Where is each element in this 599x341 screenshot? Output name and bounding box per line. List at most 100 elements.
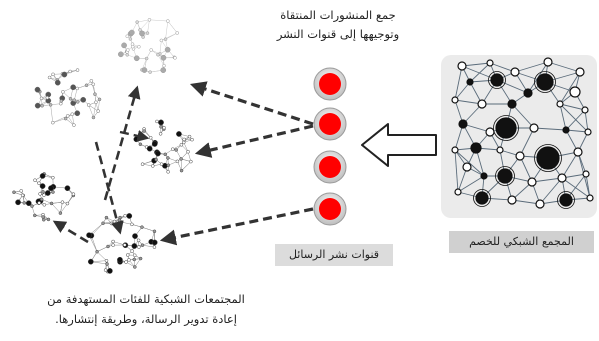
community-node (42, 203, 47, 207)
top-caption-line1: جمع المنشورات المنتقاة (280, 8, 396, 22)
community-node (65, 201, 70, 206)
community-node (133, 55, 140, 62)
adversary-link (561, 177, 591, 199)
adversary-link (511, 199, 541, 205)
community-node (179, 143, 184, 147)
community-node (103, 268, 108, 272)
community-node (54, 79, 61, 86)
community-node (34, 102, 41, 109)
community-node (171, 147, 175, 151)
adversary-node (515, 151, 525, 161)
community-link (165, 32, 178, 40)
adversary-network (451, 57, 594, 209)
community-link (88, 104, 99, 112)
community-cluster (133, 119, 194, 174)
community-node (46, 217, 51, 222)
adversary-link (454, 65, 463, 101)
community-node (117, 256, 123, 263)
adversary-node (486, 59, 494, 67)
community-node (123, 213, 127, 218)
community-node (91, 82, 96, 87)
community-node (124, 260, 128, 264)
adversary-link (565, 129, 589, 133)
adversary-link (469, 62, 491, 83)
flow-arrow (103, 85, 141, 201)
community-cluster (86, 213, 158, 274)
adversary-node-halo (488, 71, 506, 89)
community-link (67, 115, 75, 126)
channel-node (319, 198, 341, 220)
community-node (95, 249, 99, 254)
community-node (181, 140, 186, 145)
community-node (164, 46, 171, 53)
community-link (60, 203, 68, 214)
community-node (48, 103, 53, 107)
community-node (91, 115, 96, 120)
community-link (141, 226, 155, 232)
community-node (131, 243, 138, 249)
bottom-caption-line2: إعادة تدوير الرسالة، وطريقة إنتشارها. (55, 312, 237, 326)
flow-arrow (194, 124, 314, 158)
adversary-node-halo (534, 71, 556, 93)
community-node (70, 112, 75, 116)
community-node (93, 92, 97, 96)
community-node (130, 44, 135, 49)
adversary-node (569, 86, 581, 98)
community-link (51, 201, 63, 204)
community-link (50, 104, 54, 123)
flow-arrow (119, 130, 150, 142)
community-link (147, 19, 150, 34)
community-node (137, 245, 141, 249)
community-node (45, 95, 50, 100)
community-node (125, 53, 130, 57)
community-link (72, 114, 75, 126)
community-node (139, 30, 145, 37)
adversary-node (536, 146, 560, 170)
community-node (151, 239, 158, 246)
community-node (109, 221, 114, 226)
community-node (151, 141, 158, 147)
adversary-node (543, 57, 553, 67)
community-link (41, 199, 52, 204)
adversary-node (458, 119, 468, 129)
community-node (130, 222, 134, 227)
community-node (140, 243, 145, 247)
channel-node (319, 113, 341, 135)
community-node (101, 221, 105, 226)
adversary-link (454, 149, 485, 177)
adversary-node (462, 162, 472, 172)
adversary-node (507, 195, 517, 205)
adversary-link (462, 123, 491, 133)
community-node (151, 164, 155, 168)
community-node (117, 218, 122, 222)
community-node (34, 86, 41, 93)
community-node (39, 197, 44, 202)
community-node (58, 211, 63, 215)
community-node (42, 193, 46, 197)
community-link (60, 202, 63, 214)
community-node (117, 51, 124, 58)
adversary-node (584, 128, 592, 136)
community-node (176, 131, 182, 137)
community-node (33, 178, 37, 182)
community-link (74, 88, 78, 101)
top-caption-line2: وتوجيهها إلى قنوات النشر (276, 27, 400, 41)
community-node (126, 213, 133, 219)
community-node (20, 193, 25, 198)
adversary-node (573, 147, 583, 157)
top-caption: جمع المنشورات المنتقاة وتوجيهها إلى قنوا… (238, 6, 438, 44)
community-node (175, 159, 180, 164)
community-node (127, 258, 131, 262)
community-node (126, 48, 130, 52)
community-node (104, 258, 109, 263)
community-node (97, 97, 102, 102)
community-node (179, 168, 184, 173)
community-node (136, 238, 141, 243)
community-node (68, 97, 73, 101)
community-node (42, 217, 46, 222)
community-node (147, 18, 152, 22)
community-node (138, 142, 143, 147)
adversary-link (559, 103, 589, 133)
community-node (48, 185, 54, 192)
